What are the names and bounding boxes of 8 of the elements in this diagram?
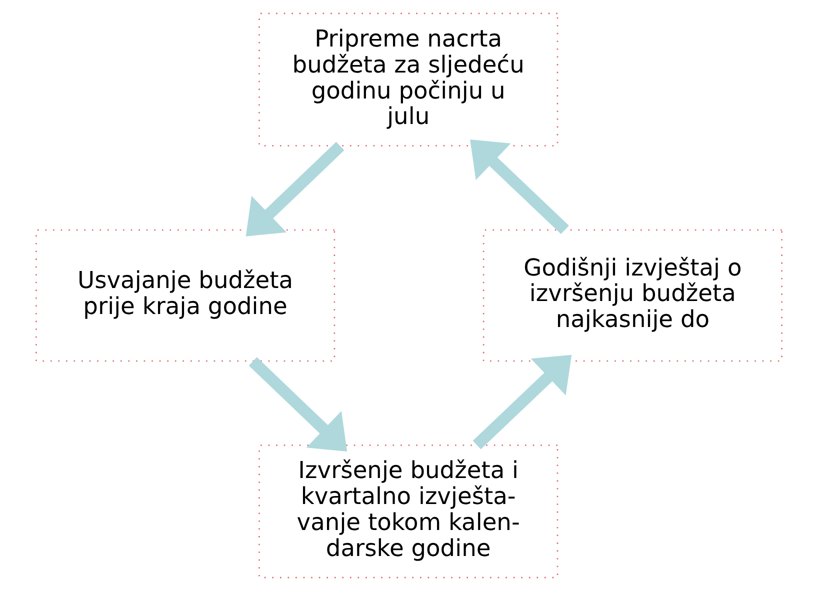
node-box: Pripreme nacrta budžeta za sljedeću godinu počinju u julu xyxy=(258,12,558,146)
arrow xyxy=(248,357,348,452)
node-box: Izvršenje budžeta i kvartalno izvješta- vanje tokom kalen- darske godine xyxy=(258,444,558,578)
node-box: Usvajanje budžeta prije kraja godine xyxy=(36,229,336,362)
node-box: Godišnji izvještaj o izvršenju budžeta najkasnije do xyxy=(482,229,782,362)
arrow xyxy=(246,142,344,236)
arrow xyxy=(470,140,569,234)
arrow xyxy=(472,354,572,450)
